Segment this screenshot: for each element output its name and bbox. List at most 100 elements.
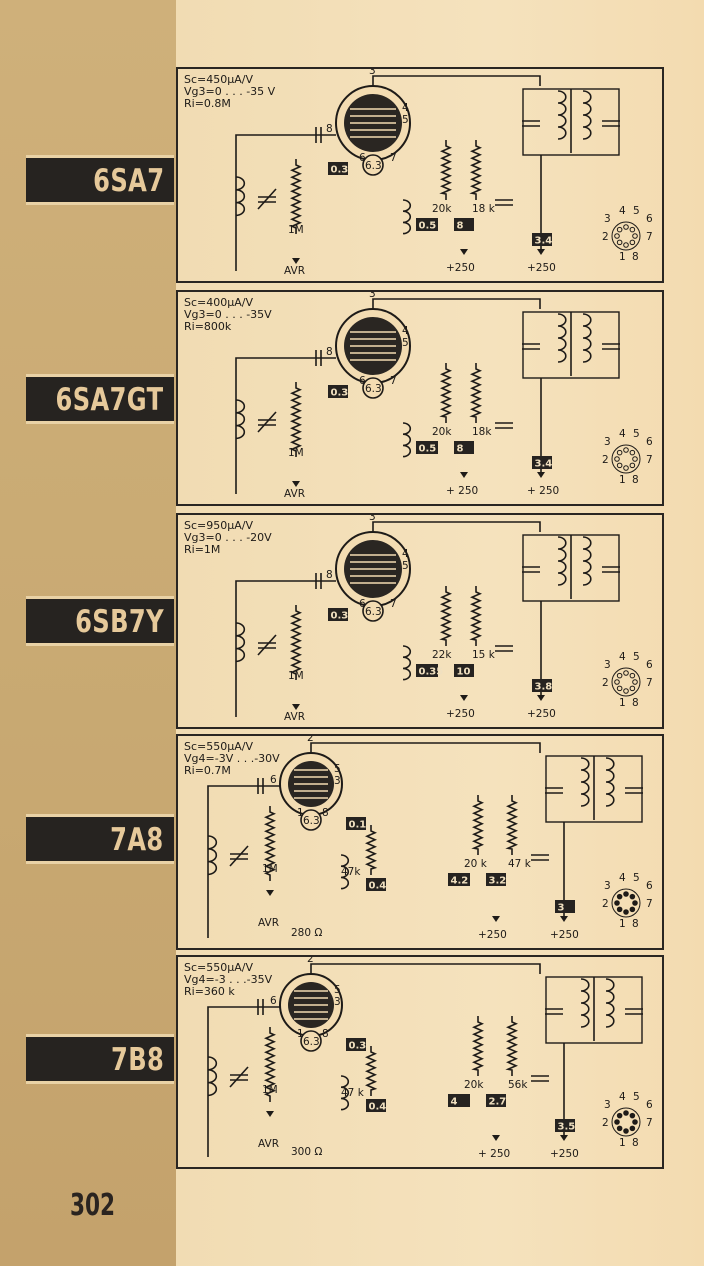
socket-pin-number: 1 [619, 918, 626, 930]
heater-voltage-label: 6.3 [365, 383, 382, 395]
pin-number: 6 [270, 995, 277, 1007]
tube-label-text: 7A8 [110, 822, 164, 858]
avr-label: AVR [258, 1138, 279, 1150]
current-value-label: 0.3 [349, 1041, 367, 1052]
coil-symbol [402, 199, 412, 235]
tube-parameter: Sc=450μA/V [184, 73, 253, 86]
coil-symbol [605, 978, 615, 1028]
current-value-box [555, 900, 575, 913]
coil-symbol [402, 422, 412, 458]
socket-pin [616, 893, 623, 900]
socket-pin [629, 462, 636, 469]
socket-outline [611, 888, 641, 918]
pin-number: 5 [334, 984, 341, 996]
cathode-resistor-label: 47 k [341, 1087, 365, 1099]
socket-pin-number: 7 [646, 231, 653, 243]
heater-symbol [362, 600, 384, 622]
socket-pin-number: 2 [602, 231, 609, 243]
current-value-box [346, 817, 366, 830]
anode-wire [310, 742, 541, 753]
socket-pin-number: 6 [646, 436, 653, 448]
current-value-box [416, 664, 438, 677]
socket-pin [629, 1125, 636, 1132]
resistor-symbol [469, 586, 482, 646]
current-value-label: 3.5 [558, 1122, 576, 1133]
current-value-label: 3 [558, 903, 565, 914]
pin-number: 5 [402, 560, 409, 572]
socket-pin [623, 909, 629, 915]
current-value-box [486, 873, 506, 886]
socket-pin [632, 1119, 638, 1125]
pin-number: 5 [334, 763, 341, 775]
socket-pin-number: 4 [619, 428, 626, 440]
tube-parameter: Vg4=-3V . . .-30V [184, 752, 280, 765]
socket-pin-number: 8 [632, 1137, 639, 1149]
coil-symbol [207, 1056, 218, 1097]
coil-symbol [402, 645, 412, 681]
socket-pin-number: 1 [619, 1137, 626, 1149]
tube-parameter: Vg3=0 . . . -35 V [184, 85, 276, 98]
socket-pin [629, 239, 636, 246]
socket-pin-number: 3 [604, 436, 611, 448]
socket-pin [616, 906, 623, 913]
tuning-capacitor-arrow [257, 411, 277, 433]
anode-wire [310, 963, 541, 974]
supply-voltage-label: +250 [478, 929, 507, 941]
pin-number: 5 [402, 114, 409, 126]
socket-pin [616, 672, 623, 679]
socket-pin-number: 8 [632, 474, 639, 486]
resistor-symbol [439, 363, 452, 423]
socket-pin-number: 2 [602, 1117, 609, 1129]
socket-pin [623, 1128, 629, 1134]
current-value-label: 8 [457, 221, 464, 232]
pin-number: 5 [402, 337, 409, 349]
socket-pin [623, 688, 629, 694]
current-value-box [346, 1038, 366, 1051]
tube-parameter: Ri=0.8M [184, 97, 231, 110]
socket-pin [623, 224, 629, 230]
tube-label-text: 7B8 [110, 1042, 164, 1078]
heater-symbol [300, 809, 322, 831]
pin-number: 3 [369, 69, 376, 77]
socket-pin-number: 8 [632, 918, 639, 930]
socket-pin-number: 4 [619, 651, 626, 663]
socket-pin [632, 679, 638, 685]
current-value-label: 2.7 [489, 1097, 507, 1108]
socket-pin-number: 6 [646, 880, 653, 892]
socket-pin-number: 1 [619, 697, 626, 709]
screen-resistor-label: 20k [464, 1079, 484, 1091]
socket-pin [616, 239, 623, 246]
resistor-symbol [439, 586, 452, 646]
socket-pin-number: 6 [646, 659, 653, 671]
resistor-symbol [290, 382, 302, 457]
resistor-symbol [365, 1046, 378, 1096]
socket-pin-number: 1 [619, 251, 626, 263]
pin-number: 4 [402, 102, 409, 114]
tuning-capacitor-arrow [229, 845, 249, 867]
tube-parameter: Vg4=-3 . . .-35V [184, 973, 273, 986]
coil-symbol [235, 622, 246, 663]
coil-symbol [557, 90, 567, 140]
pin-number: 8 [326, 569, 333, 581]
grid-resistor-label: 1M [288, 447, 304, 459]
socket-pin [629, 672, 636, 679]
socket-pin-number: 5 [633, 205, 640, 217]
avr-label: AVR [258, 917, 279, 929]
pin-number: 2 [307, 736, 314, 744]
socket-pin [632, 456, 638, 462]
socket-pin [632, 900, 638, 906]
socket-pin [629, 685, 636, 692]
socket-pin [629, 226, 636, 233]
screen-resistor-label: 22k [432, 649, 452, 661]
anode-resistor-label: 56k [508, 1079, 528, 1091]
socket-outline [611, 444, 641, 474]
coil-symbol [557, 313, 567, 363]
arrow-head [266, 1111, 274, 1117]
tube-label-text: 6SA7 [92, 163, 164, 199]
tube-parameter: Ri=360 k [184, 985, 235, 998]
input-wire [235, 580, 336, 717]
tube-label-7b8: 7B8 [26, 1034, 174, 1084]
socket-pin [629, 906, 636, 913]
coil-symbol [235, 399, 246, 440]
